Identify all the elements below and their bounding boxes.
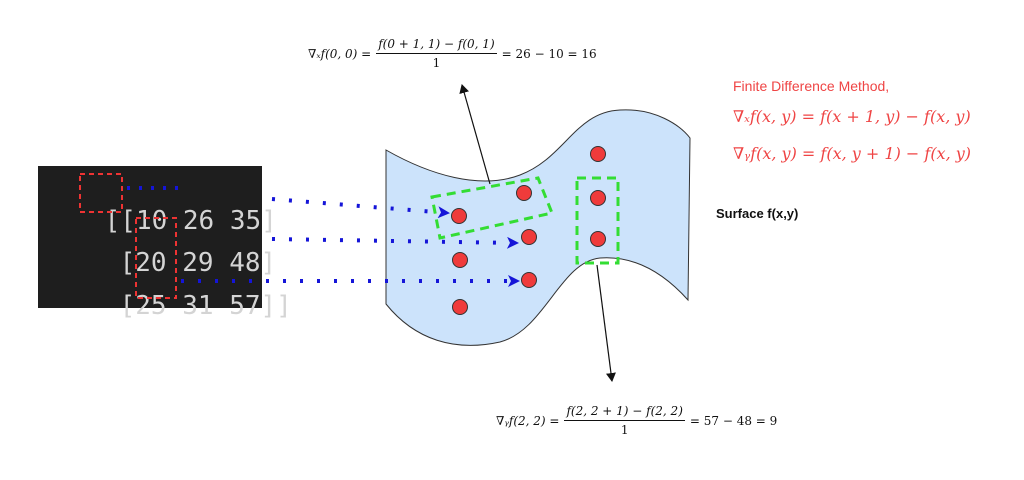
matrix-cell: 48 [229, 248, 261, 278]
matrix-row: [25 31 57]] [57, 261, 292, 351]
matrix-bracket-open: [ [119, 248, 136, 278]
matrix-cell: 35 [229, 206, 262, 236]
surface-point [590, 190, 606, 206]
surface-point [590, 146, 606, 162]
surface-point [452, 252, 468, 268]
surface-point [521, 272, 537, 288]
formula-y-fraction: f(2, 2 + 1) − f(2, 2) 1 [564, 404, 685, 437]
formula-x-lhs: ∇ₓf(0, 0) = [308, 46, 372, 61]
matrix-cell: 10 [135, 206, 168, 236]
surface-point [516, 185, 532, 201]
formula-y-numerator: f(2, 2 + 1) − f(2, 2) [564, 404, 685, 421]
surface-label: Surface f(x,y) [716, 206, 799, 221]
surface-shape [385, 109, 691, 346]
surface-point [451, 208, 467, 224]
arrow-to-formula-x [459, 84, 491, 185]
method-equation-x: ∇ₓf(x, y) = f(x + 1, y) − f(x, y) [733, 107, 971, 126]
surface-points [451, 146, 606, 315]
surface-highlight-y [575, 176, 620, 265]
method-title: Finite Difference Method, [733, 78, 890, 94]
dotted-arrow-row-2 [271, 236, 519, 249]
matrix-row: [20 29 48] [57, 218, 277, 308]
matrix-bracket-close: ] [260, 248, 277, 278]
matrix-bracket-close: ]] [260, 291, 292, 321]
formula-x-rhs: = 26 − 10 = 16 [501, 46, 597, 61]
surface-point [590, 231, 606, 247]
matrix-cell: 20 [135, 248, 167, 278]
formula-x-fraction: f(0 + 1, 1) − f(0, 1) 1 [376, 37, 497, 70]
surface-point [521, 229, 537, 245]
matrix-row: [[10 26 35] [42, 176, 277, 266]
formula-y-denominator: 1 [620, 423, 629, 437]
formula-x-denominator: 1 [432, 56, 441, 70]
matrix-highlight-10 [79, 173, 123, 213]
method-equation-y: ∇ᵧf(x, y) = f(x, y + 1) − f(x, y) [733, 144, 972, 163]
matrix-bracket-open: [ [119, 291, 136, 321]
matrix-cell: 25 [135, 291, 167, 321]
matrix-cell: 29 [182, 248, 214, 278]
formula-gradient-y: ∇ᵧf(2, 2) = f(2, 2 + 1) − f(2, 2) 1 = 57… [496, 404, 777, 437]
matrix-cell: 31 [182, 291, 214, 321]
matrix-panel: [[10 26 35] [20 29 48] [25 31 57]] [38, 166, 292, 321]
formula-gradient-x: ∇ₓf(0, 0) = f(0 + 1, 1) − f(0, 1) 1 = 26… [308, 37, 597, 70]
matrix-highlight-29-31 [135, 217, 177, 299]
formula-x-numerator: f(0 + 1, 1) − f(0, 1) [376, 37, 497, 54]
formula-y-lhs: ∇ᵧf(2, 2) = [496, 413, 560, 428]
matrix-cell: 57 [229, 291, 261, 321]
arrow-to-formula-y [596, 264, 616, 382]
formula-y-rhs: = 57 − 48 = 9 [689, 413, 778, 428]
surface-point [452, 299, 468, 315]
surface-highlight-x [430, 176, 555, 240]
matrix-bracket-close: ] [261, 206, 277, 236]
matrix-cell: 26 [182, 206, 215, 236]
